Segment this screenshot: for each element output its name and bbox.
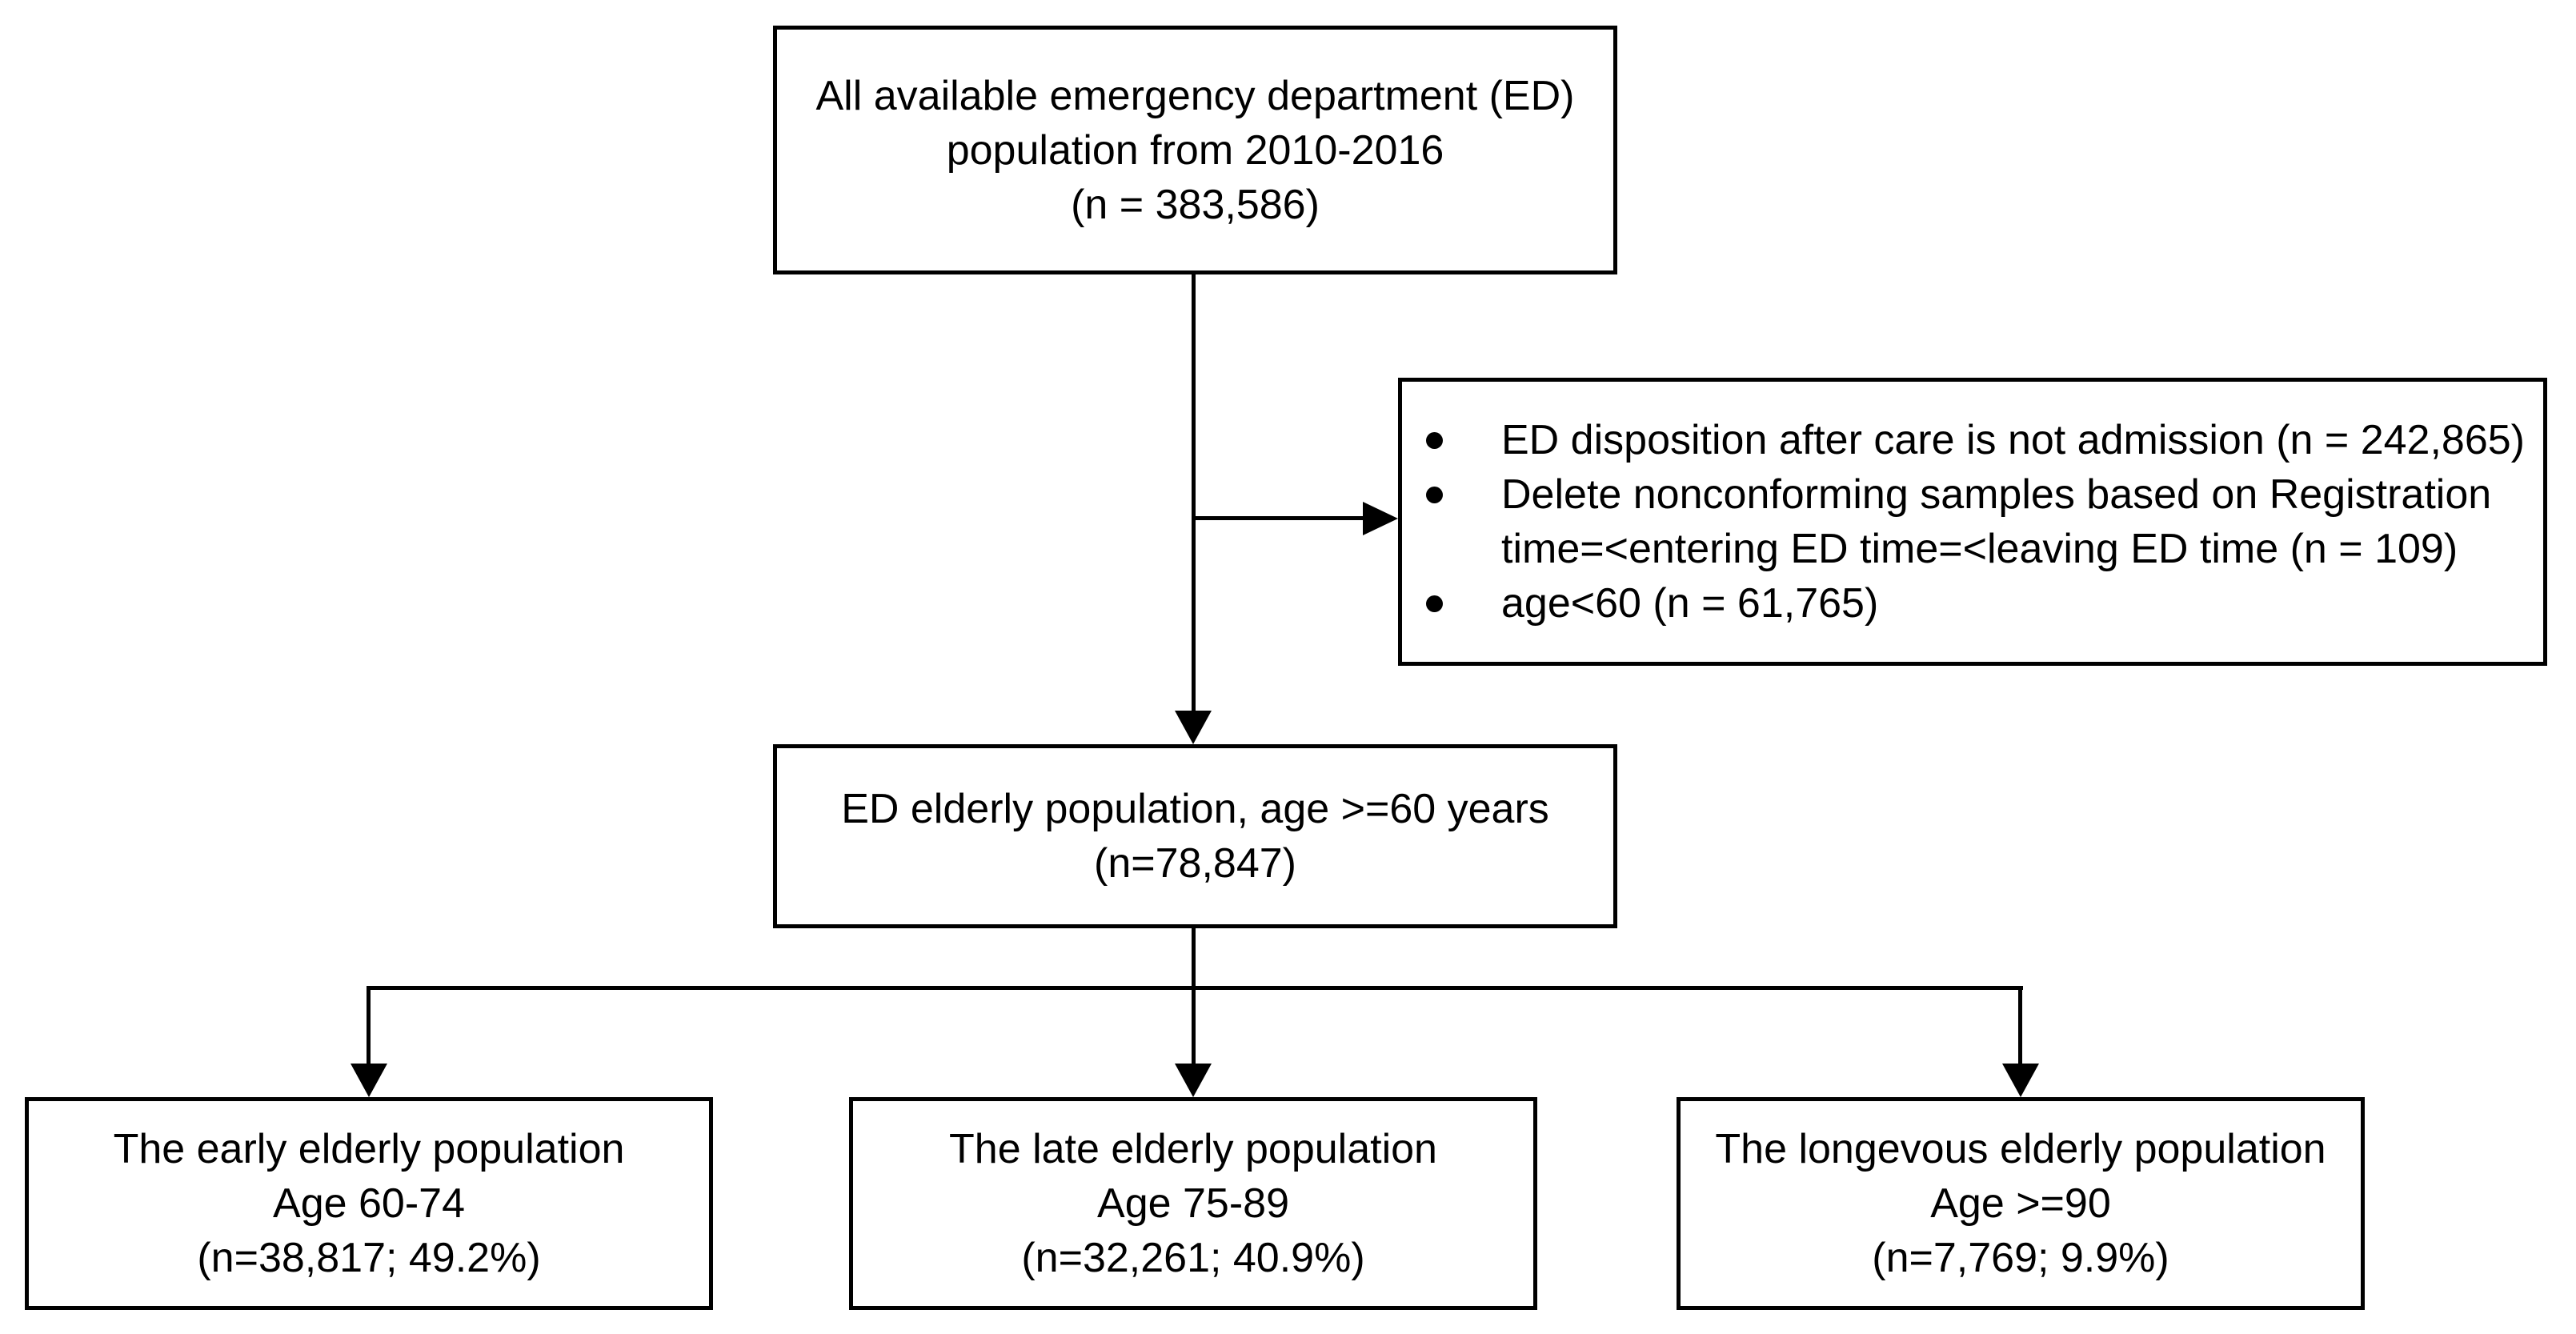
- exclusion-item: ED disposition after care is not admissi…: [1426, 413, 2535, 467]
- box-text-line: (n=7,769; 9.9%): [1872, 1235, 2169, 1281]
- exclusion-item: Delete nonconforming samples based on Re…: [1426, 467, 2535, 576]
- exclusion-list: ED disposition after care is not admissi…: [1402, 413, 2543, 631]
- box-text-line: Age >=90: [1930, 1180, 2111, 1227]
- box-text-line: All available emergency department (ED): [815, 72, 1575, 119]
- box-all-ed-population: All available emergency department (ED) …: [773, 26, 1617, 274]
- box-text-line: (n=38,817; 49.2%): [197, 1235, 541, 1281]
- arrowhead-down-early-icon: [351, 1064, 387, 1097]
- box-text-line: ED elderly population, age >=60 years: [841, 786, 1549, 832]
- connector-drop-early: [367, 986, 371, 1066]
- box-early-elderly: The early elderly population Age 60-74 (…: [25, 1097, 713, 1310]
- box-text-line: The late elderly population: [949, 1126, 1437, 1172]
- arrowhead-right-exclusion-icon: [1363, 502, 1398, 535]
- box-exclusion-criteria: ED disposition after care is not admissi…: [1398, 378, 2547, 666]
- exclusion-item: age<60 (n = 61,765): [1426, 576, 2535, 631]
- box-text-line: population from 2010-2016: [946, 126, 1444, 174]
- connector-drop-longevous: [2018, 986, 2022, 1066]
- box-text-line: Age 60-74: [273, 1180, 465, 1227]
- box-longevous-elderly: The longevous elderly population Age >=9…: [1677, 1097, 2365, 1310]
- box-late-elderly: The late elderly population Age 75-89 (n…: [849, 1097, 1537, 1310]
- box-text-line: The early elderly population: [113, 1126, 625, 1172]
- connector-elderly-to-split: [1192, 928, 1196, 990]
- arrowhead-down-longevous-icon: [2002, 1064, 2039, 1097]
- box-text-line: (n = 383,586): [1071, 181, 1320, 228]
- box-text-line: (n=78,847): [1094, 840, 1296, 887]
- box-text-line: The longevous elderly population: [1715, 1126, 2326, 1172]
- connector-drop-late: [1192, 986, 1196, 1066]
- arrowhead-down-late-icon: [1175, 1064, 1212, 1097]
- box-ed-elderly-population: ED elderly population, age >=60 years (n…: [773, 744, 1617, 928]
- box-text-line: (n=32,261; 40.9%): [1021, 1235, 1365, 1281]
- connector-branch-exclusion: [1193, 516, 1364, 520]
- arrowhead-down-elderly-icon: [1175, 711, 1212, 744]
- box-text-line: Age 75-89: [1097, 1180, 1289, 1227]
- connector-source-to-elderly: [1192, 274, 1196, 713]
